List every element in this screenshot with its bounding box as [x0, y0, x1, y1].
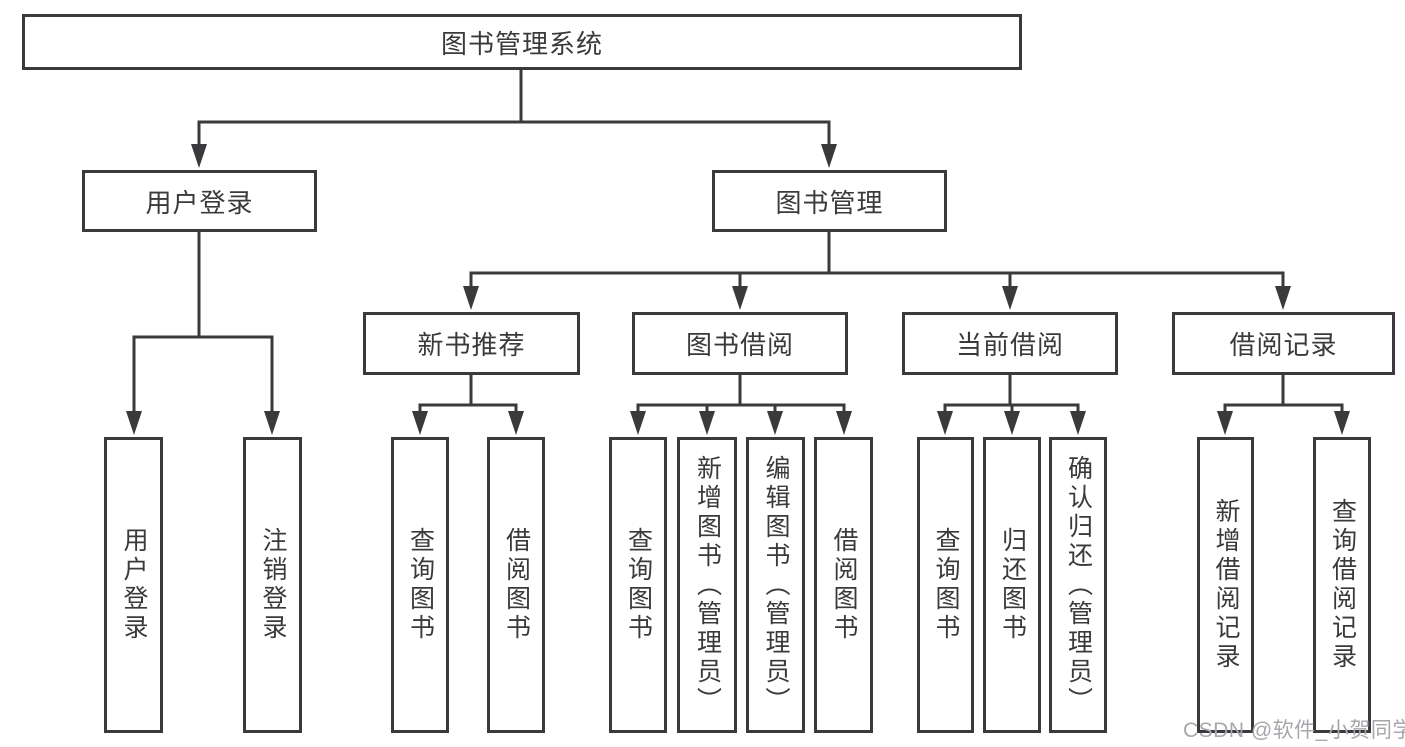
leaf-query-books-recommend: 查询图书 [391, 437, 449, 733]
leaf-query-books-current-label: 查询图书 [932, 527, 960, 643]
leaf-return-books-label: 归还图书 [998, 527, 1027, 643]
node-current-borrowing-label: 当前借阅 [955, 330, 1064, 360]
node-book-management: 图书管理 [712, 170, 947, 232]
leaf-query-books-borrowing-label: 查询图书 [624, 527, 653, 643]
leaf-user-login-label: 用户登录 [120, 527, 148, 643]
leaf-borrow-books-borrowing-label: 借阅图书 [830, 527, 858, 643]
leaf-add-book-admin-label: 新增图书（管理员） [693, 454, 722, 716]
leaf-query-books-recommend-label: 查询图书 [406, 527, 435, 643]
node-borrowing-records-label: 借阅记录 [1229, 330, 1338, 360]
node-book-borrowing: 图书借阅 [632, 312, 848, 375]
leaf-query-books-current: 查询图书 [917, 437, 974, 733]
node-new-book-recommendation-label: 新书推荐 [417, 330, 526, 360]
watermark: CSDN @软件_小贺同学 [1183, 719, 1405, 742]
node-book-borrowing-label: 图书借阅 [685, 330, 794, 360]
node-borrowing-records: 借阅记录 [1172, 312, 1395, 375]
leaf-add-book-admin: 新增图书（管理员） [677, 437, 737, 733]
leaf-logout-label: 注销登录 [259, 527, 287, 643]
leaf-confirm-return-admin: 确认归还（管理员） [1049, 437, 1107, 733]
leaf-edit-book-admin-label: 编辑图书（管理员） [762, 454, 790, 716]
leaf-logout: 注销登录 [243, 437, 302, 733]
leaf-query-borrow-record: 查询借阅记录 [1313, 437, 1371, 733]
leaf-query-books-borrowing: 查询图书 [609, 437, 667, 733]
leaf-add-borrow-record: 新增借阅记录 [1197, 437, 1254, 733]
node-root: 图书管理系统 [22, 14, 1022, 70]
leaf-borrow-books-recommend-label: 借阅图书 [502, 527, 531, 643]
leaf-query-borrow-record-label: 查询借阅记录 [1328, 498, 1357, 672]
node-user-login-label: 用户登录 [145, 187, 254, 218]
node-user-login: 用户登录 [82, 170, 317, 232]
leaf-return-books: 归还图书 [983, 437, 1041, 733]
leaf-user-login: 用户登录 [104, 437, 163, 733]
leaf-edit-book-admin: 编辑图书（管理员） [746, 437, 805, 733]
node-book-management-label: 图书管理 [775, 187, 884, 218]
node-current-borrowing: 当前借阅 [902, 312, 1118, 375]
leaf-confirm-return-admin-label: 确认归还（管理员） [1064, 454, 1093, 716]
node-new-book-recommendation: 新书推荐 [363, 312, 580, 375]
leaf-borrow-books-recommend: 借阅图书 [487, 437, 545, 733]
leaf-borrow-books-borrowing: 借阅图书 [814, 437, 873, 733]
leaf-add-borrow-record-label: 新增借阅记录 [1212, 498, 1240, 672]
node-root-label: 图书管理系统 [440, 28, 603, 59]
